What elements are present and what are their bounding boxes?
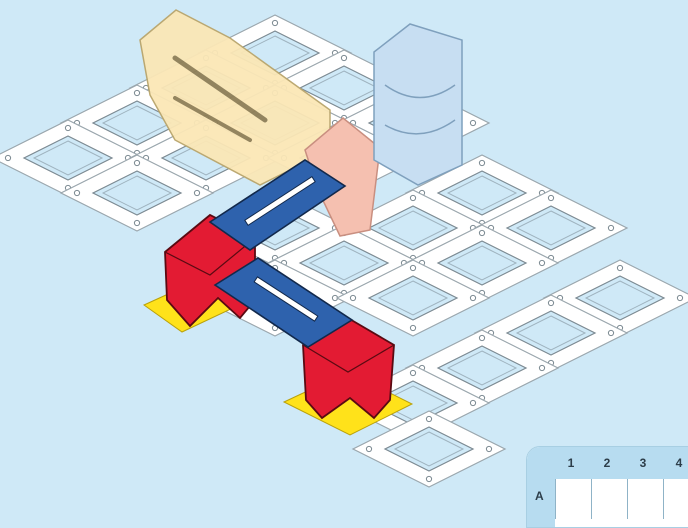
grid-column-label: 4: [669, 456, 688, 470]
puzzle-board-scene: [0, 0, 688, 508]
grid-cell[interactable]: [555, 479, 592, 519]
grid-row-header: A: [527, 479, 555, 528]
grid-column-label: 1: [561, 456, 581, 470]
grid-cell[interactable]: [627, 479, 664, 519]
grid-column-label: 3: [633, 456, 653, 470]
grid-cell[interactable]: [591, 479, 628, 519]
ghost-blue-tower: [374, 24, 462, 185]
grid-column-label: 2: [597, 456, 617, 470]
grid-row-label: A: [535, 489, 544, 503]
solution-grid-panel: 1 2 3 4 A: [526, 446, 688, 528]
grid-cell[interactable]: [663, 479, 688, 519]
